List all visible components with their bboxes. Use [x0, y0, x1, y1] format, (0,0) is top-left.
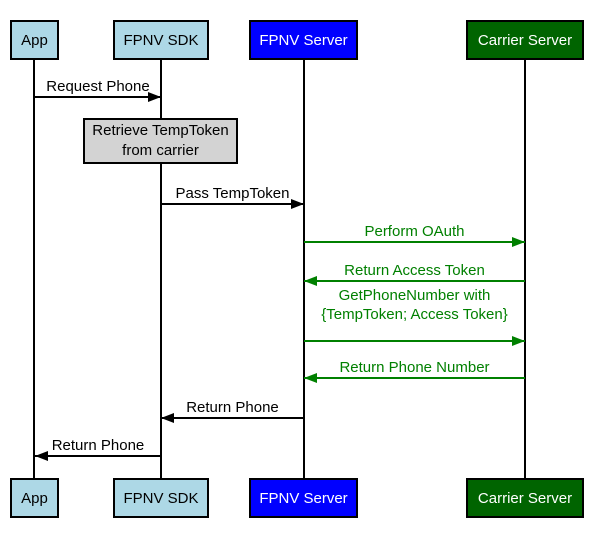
arrowhead-right-icon: [291, 199, 304, 209]
note-retrieve-temptoken: Retrieve TempToken from carrier: [83, 118, 238, 164]
actor-carrier-server-bottom: Carrier Server: [466, 478, 584, 518]
message-label: Request Phone: [46, 78, 150, 95]
actor-carrier-server-top: Carrier Server: [466, 20, 584, 60]
message-pass-temptoken: Pass TempToken: [161, 184, 304, 209]
message-perform-oauth: Perform OAuth: [304, 222, 525, 247]
lifeline-app: [33, 60, 35, 478]
message-line: [304, 340, 525, 342]
message-return-phone-number: Return Phone Number: [304, 358, 525, 383]
arrowhead-left-icon: [304, 276, 317, 286]
message-line: [304, 241, 525, 243]
arrowhead-right-icon: [148, 92, 161, 102]
message-line: [161, 417, 304, 419]
arrowhead-right-icon: [512, 237, 525, 247]
message-return-access-token: Return Access Token: [304, 261, 525, 286]
message-label: GetPhoneNumber with {TempToken; Access T…: [321, 287, 508, 323]
message-line: [35, 455, 161, 457]
actor-fpnv-sdk-top: FPNV SDK: [113, 20, 209, 60]
actor-fpnv-sdk-bottom: FPNV SDK: [113, 478, 209, 518]
lifeline-carrier-server: [524, 60, 526, 478]
message-label: Return Phone: [186, 399, 279, 416]
arrowhead-left-icon: [35, 451, 48, 461]
message-getphonenumber: GetPhoneNumber with {TempToken; Access T…: [304, 286, 525, 346]
lifeline-fpnv-sdk: [160, 60, 162, 478]
lifeline-fpnv-server: [303, 60, 305, 478]
message-line: [304, 377, 525, 379]
message-return-phone-to-app: Return Phone: [35, 436, 161, 461]
actor-app-top: App: [10, 20, 59, 60]
message-request-phone: Request Phone: [35, 77, 161, 102]
message-label: Return Access Token: [344, 262, 485, 279]
actor-fpnv-server-bottom: FPNV Server: [249, 478, 358, 518]
message-line: [35, 96, 161, 98]
arrowhead-right-icon: [512, 336, 525, 346]
actor-fpnv-server-top: FPNV Server: [249, 20, 358, 60]
message-label: Pass TempToken: [175, 185, 290, 202]
message-return-phone-to-sdk: Return Phone: [161, 398, 304, 423]
actor-app-bottom: App: [10, 478, 59, 518]
arrowhead-left-icon: [161, 413, 174, 423]
arrowhead-left-icon: [304, 373, 317, 383]
message-line: [304, 280, 525, 282]
message-label: Perform OAuth: [364, 223, 465, 240]
message-label: Return Phone: [51, 437, 145, 454]
message-label: Return Phone Number: [339, 359, 490, 376]
message-line: [161, 203, 304, 205]
